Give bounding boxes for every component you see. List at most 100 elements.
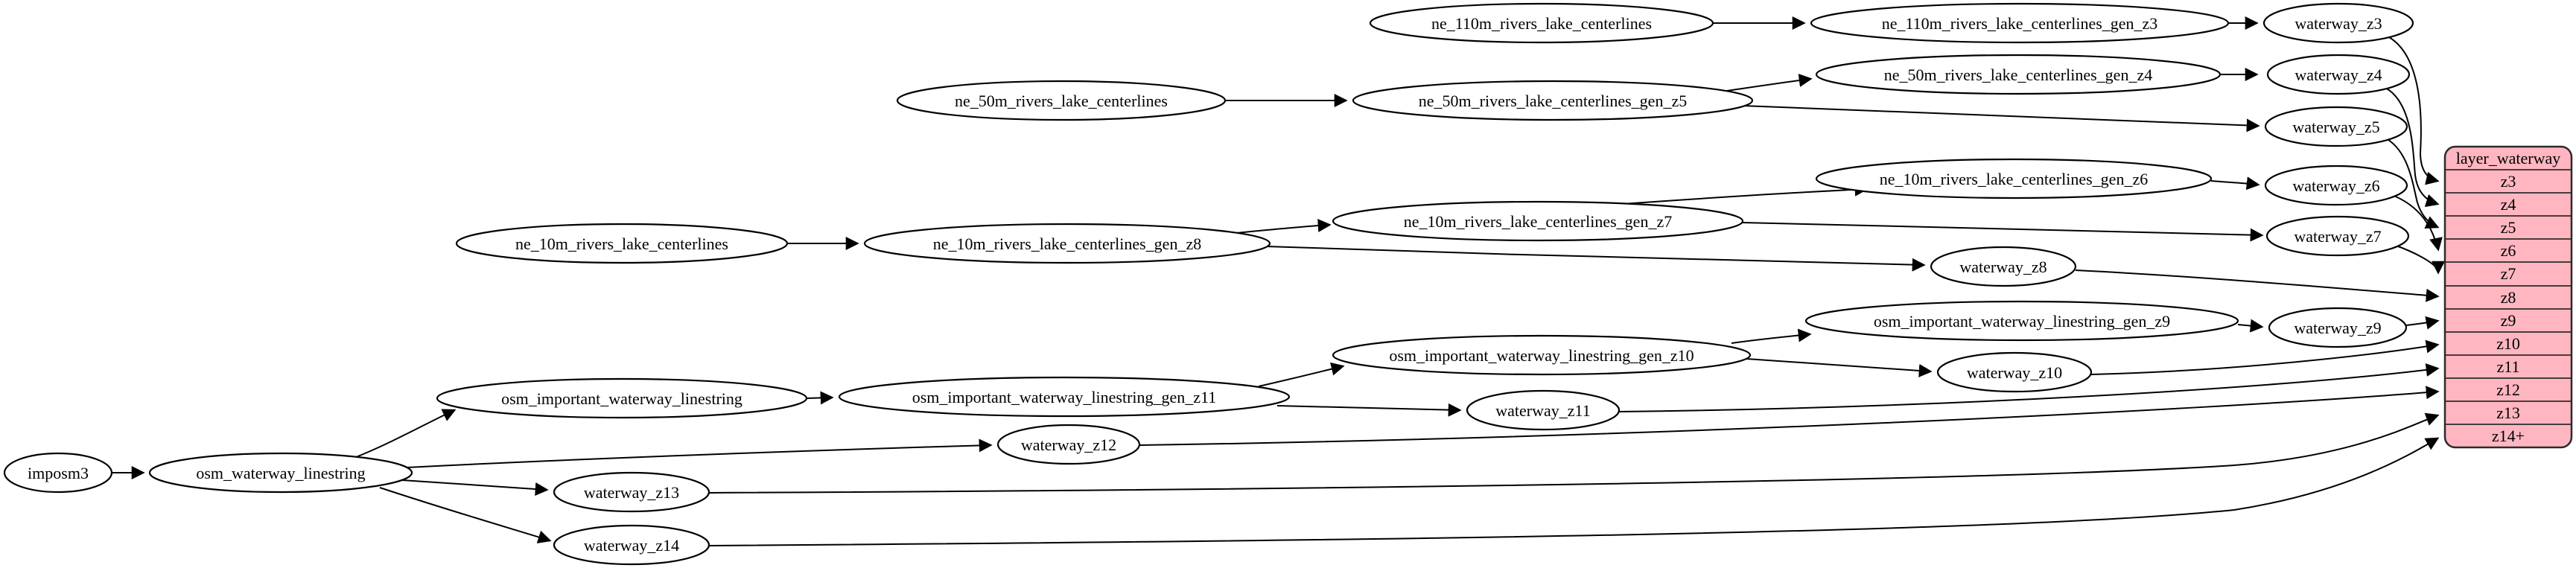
svg-text:ne_10m_rivers_lake_centerlines: ne_10m_rivers_lake_centerlines_gen_z8 [933,234,1201,253]
record-row-z3: z3 [2501,172,2516,191]
node-waterway_z14: waterway_z14 [553,524,710,566]
node-ne_10m_rivers_lake_centerlines_gen_z6: ne_10m_rivers_lake_centerlines_gen_z6 [1815,158,2213,200]
node-waterway_z7: waterway_z7 [2265,215,2410,257]
edge-gen_z6-waterway_z6 [2210,176,2260,191]
node-osm_important_waterway_linestring_gen_z10: osm_important_waterway_linestring_gen_z1… [1332,334,1752,376]
edge-gen_z11-gen_z10 [1258,362,1345,387]
edge-waterway_z11-row_z11 [1618,363,2440,412]
node-ne_50m_rivers_lake_centerlines_gen_z4: ne_50m_rivers_lake_centerlines_gen_z4 [1815,54,2222,95]
node-ne_10m_rivers_lake_centerlines: ne_10m_rivers_lake_centerlines [455,223,789,264]
node-waterway_z6: waterway_z6 [2264,165,2408,206]
edge-gen_z9-waterway_z9 [2237,319,2264,333]
edge-gen_z10-waterway_z10 [1746,358,1933,377]
edge-osm_waterway_linestring-waterway_z13 [401,479,549,496]
node-waterway_z8: waterway_z8 [1930,246,2077,287]
record-row-z5: z5 [2501,218,2516,237]
svg-text:waterway_z6: waterway_z6 [2292,176,2379,195]
edge-waterway_z5-row_z5 [2382,136,2440,229]
edge-waterway_z6-row_z6 [2391,194,2443,252]
edge-gen_z11-waterway_z11 [1276,403,1462,417]
svg-text:osm_waterway_linestring: osm_waterway_linestring [196,464,365,482]
svg-text:ne_110m_rivers_lake_centerline: ne_110m_rivers_lake_centerlines_gen_z3 [1882,14,2158,33]
edge-gen_z5-waterway_z5 [1742,105,2260,133]
edge-layer [112,16,2445,546]
svg-text:waterway_z10: waterway_z10 [1967,363,2062,382]
record-row-z14plus: z14+ [2492,427,2525,445]
node-waterway_z12: waterway_z12 [996,424,1141,465]
svg-text:waterway_z14: waterway_z14 [584,536,679,555]
record-row-z13: z13 [2496,403,2520,422]
node-waterway_z11: waterway_z11 [1466,389,1621,431]
layer-waterway-box [2443,145,2573,449]
svg-text:waterway_z3: waterway_z3 [2294,14,2382,33]
record-row-z9: z9 [2501,311,2516,330]
node-osm_waterway_linestring: osm_waterway_linestring [148,452,413,494]
svg-text:z5: z5 [2501,218,2516,237]
edge-gen_z8-waterway_z8 [1265,246,1926,272]
svg-text:waterway_z12: waterway_z12 [1021,435,1116,454]
svg-text:z13: z13 [2496,403,2520,422]
node-waterway_z3: waterway_z3 [2262,2,2414,44]
record-row-z12: z12 [2496,380,2520,399]
record-row-z10: z10 [2496,334,2520,353]
edge-osm_waterway_linestring-waterway_z12 [406,438,993,468]
svg-text:osm_important_waterway_linestr: osm_important_waterway_linestring_gen_z1… [912,388,1217,406]
node-ne_50m_rivers_lake_centerlines_gen_z5: ne_50m_rivers_lake_centerlines_gen_z5 [1352,80,1754,121]
node-waterway_z10: waterway_z10 [1936,351,2093,393]
svg-text:z8: z8 [2501,288,2516,307]
svg-text:ne_10m_rivers_lake_centerlines: ne_10m_rivers_lake_centerlines [515,234,728,253]
edge-gen_z5-gen_z4 [1716,74,1813,93]
svg-text:osm_important_waterway_linestr: osm_important_waterway_linestring_gen_z1… [1389,346,1694,365]
node-waterway_z9: waterway_z9 [2268,307,2408,348]
node-imposm3: imposm3 [3,452,113,494]
svg-text:z4: z4 [2501,195,2516,214]
svg-text:waterway_z7: waterway_z7 [2294,227,2381,246]
edge-waterway_z4-row_z4 [2385,87,2440,208]
svg-text:z3: z3 [2501,172,2516,191]
record-row-z8: z8 [2501,288,2516,307]
svg-text:waterway_z11: waterway_z11 [1495,401,1590,420]
svg-text:ne_10m_rivers_lake_centerlines: ne_10m_rivers_lake_centerlines_gen_z6 [1880,170,2148,188]
svg-text:waterway_z8: waterway_z8 [1959,258,2047,276]
record-row-z6: z6 [2501,241,2516,260]
edge-waterway_z12-row_z12 [1139,386,2440,446]
record-row-z11: z11 [2497,357,2520,376]
edge-gen_z7-gen_z6 [1600,182,1869,206]
svg-text:waterway_z5: waterway_z5 [2292,118,2379,136]
edge-waterway_z13-row_z13 [708,412,2440,494]
node-waterway_z13: waterway_z13 [553,471,710,513]
svg-text:imposm3: imposm3 [28,464,89,482]
node-ne_50m_rivers_lake_centerlines: ne_50m_rivers_lake_centerlines [896,80,1227,121]
edge-osm_waterway_linestring-osm_important_waterway_linestring [348,409,457,461]
svg-text:ne_50m_rivers_lake_centerlines: ne_50m_rivers_lake_centerlines [955,92,1168,110]
node-osm_important_waterway_linestring_gen_z9: osm_important_waterway_linestring_gen_z9 [1804,300,2239,342]
node-layer-waterway: layer_waterway z3 z4 z5 z6 z7 z8 z9 z10 … [2443,145,2573,449]
edge-waterway_z10-row_z10 [2090,339,2440,375]
svg-text:ne_50m_rivers_lake_centerlines: ne_50m_rivers_lake_centerlines_gen_z4 [1884,66,2152,84]
edge-gen_z8-gen_z7 [1228,219,1332,234]
svg-text:osm_important_waterway_linestr: osm_important_waterway_linestring [501,389,742,408]
node-waterway_z4: waterway_z4 [2266,54,2411,95]
node-ne_10m_rivers_lake_centerlines_gen_z8: ne_10m_rivers_lake_centerlines_gen_z8 [863,223,1271,264]
edge-waterway_z14-row_z14 [708,437,2440,546]
layer-waterway-title: layer_waterway [2456,149,2560,167]
svg-text:z11: z11 [2497,357,2520,376]
svg-text:waterway_z9: waterway_z9 [2294,319,2381,337]
edge-osm_waterway_linestring-waterway_z14 [379,487,552,543]
node-waterway_z5: waterway_z5 [2264,106,2408,147]
svg-text:ne_110m_rivers_lake_centerline: ne_110m_rivers_lake_centerlines [1431,14,1652,33]
node-ne_110m_rivers_lake_centerlines_gen_z3: ne_110m_rivers_lake_centerlines_gen_z3 [1810,2,2230,44]
svg-text:osm_important_waterway_linestr: osm_important_waterway_linestring_gen_z9 [1874,312,2170,331]
svg-text:waterway_z4: waterway_z4 [2294,66,2382,84]
svg-text:z14+: z14+ [2492,427,2525,445]
record-row-z4: z4 [2501,195,2516,214]
edge-gen_z10-gen_z9 [1731,328,1812,344]
svg-text:z9: z9 [2501,311,2516,330]
svg-text:z12: z12 [2496,380,2520,399]
node-ne_10m_rivers_lake_centerlines_gen_z7: ne_10m_rivers_lake_centerlines_gen_z7 [1332,200,1744,242]
svg-text:ne_10m_rivers_lake_centerlines: ne_10m_rivers_lake_centerlines_gen_z7 [1404,212,1672,231]
edge-waterway_z9-row_z9 [2405,316,2440,330]
svg-text:z10: z10 [2496,334,2520,353]
svg-text:waterway_z13: waterway_z13 [584,483,679,502]
